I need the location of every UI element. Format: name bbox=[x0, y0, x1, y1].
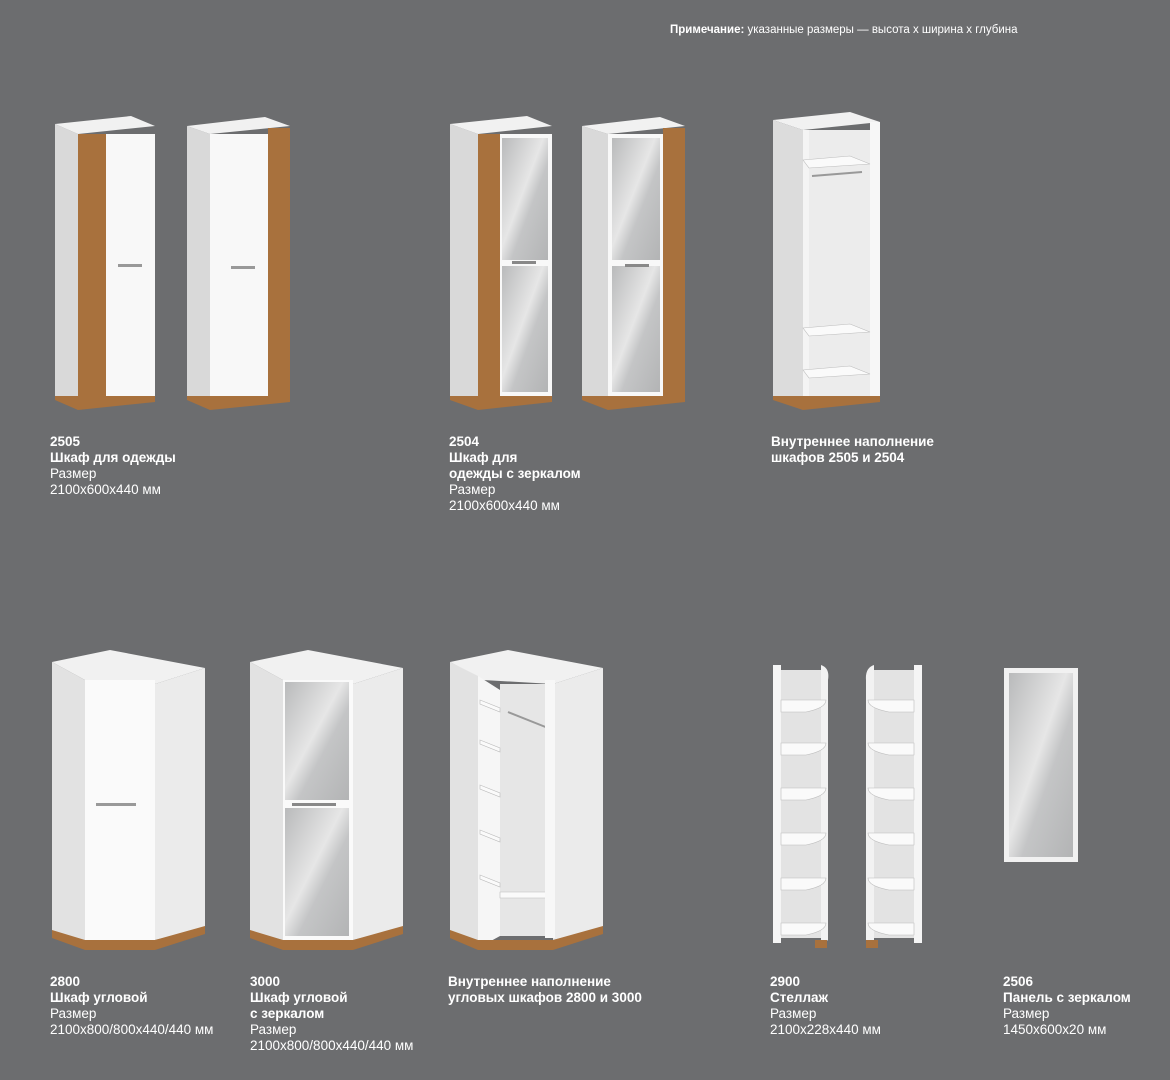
item-name: угловых шкафов 2800 и 3000 bbox=[448, 990, 642, 1005]
caption-2506: 2506 Панель с зеркалом Размер 1450x600x2… bbox=[1003, 974, 1131, 1038]
item-name: Внутреннее наполнение bbox=[448, 974, 611, 989]
caption-3000: 3000 Шкаф угловой с зеркалом Размер 2100… bbox=[250, 974, 413, 1054]
caption-2504: 2504 Шкаф для одежды с зеркалом Размер 2… bbox=[449, 434, 581, 514]
item-code: 2504 bbox=[449, 434, 480, 449]
item-name: Внутреннее наполнение bbox=[771, 434, 934, 449]
wardrobe-2504-left bbox=[450, 116, 552, 410]
corner-wardrobe-3000 bbox=[250, 650, 403, 950]
wardrobe-2505-right bbox=[187, 117, 290, 410]
corner-wardrobe-2800 bbox=[52, 650, 205, 950]
shelving-2900-left bbox=[773, 665, 829, 948]
size-label: Размер bbox=[1003, 1006, 1050, 1021]
size-label: Размер bbox=[449, 482, 496, 497]
item-code: 2506 bbox=[1003, 974, 1034, 989]
item-name: одежды с зеркалом bbox=[449, 466, 581, 481]
item-size: 2100x600x440 мм bbox=[50, 482, 161, 497]
note-label: Примечание: bbox=[670, 24, 745, 36]
wardrobe-2504-right bbox=[582, 117, 685, 410]
item-code: 2800 bbox=[50, 974, 81, 989]
caption-2505: 2505 Шкаф для одежды Размер 2100x600x440… bbox=[50, 434, 176, 498]
size-label: Размер bbox=[50, 466, 97, 481]
wardrobe-interior bbox=[773, 112, 880, 410]
caption-interior-corner: Внутреннее наполнение угловых шкафов 280… bbox=[448, 974, 642, 1006]
item-size: 1450x600x20 мм bbox=[1003, 1022, 1107, 1037]
caption-2900: 2900 Стеллаж Размер 2100x228x440 мм bbox=[770, 974, 881, 1038]
item-name: Панель с зеркалом bbox=[1003, 990, 1131, 1005]
mirror-panel-2506 bbox=[1004, 668, 1078, 862]
item-code: 2900 bbox=[770, 974, 801, 989]
item-size: 2100x600x440 мм bbox=[449, 498, 560, 513]
item-name: шкафов 2505 и 2504 bbox=[771, 450, 905, 465]
caption-2800: 2800 Шкаф угловой Размер 2100x800/800x44… bbox=[50, 974, 213, 1038]
item-code: 2505 bbox=[50, 434, 81, 449]
dimensions-note: Примечание: указанные размеры — высота х… bbox=[670, 24, 1018, 36]
corner-wardrobe-interior bbox=[450, 650, 603, 950]
item-size: 2100x228x440 мм bbox=[770, 1022, 881, 1037]
note-text: указанные размеры — высота х ширина х гл… bbox=[747, 24, 1018, 36]
size-label: Размер bbox=[50, 1006, 97, 1021]
shelving-2900-right bbox=[865, 665, 922, 948]
item-name: Шкаф угловой bbox=[50, 990, 148, 1005]
wardrobe-2505-left bbox=[55, 116, 155, 410]
item-name: Шкаф для bbox=[449, 450, 518, 465]
item-code: 3000 bbox=[250, 974, 281, 989]
size-label: Размер bbox=[770, 1006, 817, 1021]
item-name: Стеллаж bbox=[770, 990, 829, 1005]
item-name: Шкаф угловой bbox=[250, 990, 348, 1005]
caption-interior-straight: Внутреннее наполнение шкафов 2505 и 2504 bbox=[771, 434, 934, 466]
size-label: Размер bbox=[250, 1022, 297, 1037]
item-size: 2100x800/800x440/440 мм bbox=[250, 1038, 414, 1053]
item-name: Шкаф для одежды bbox=[50, 450, 176, 465]
item-size: 2100x800/800x440/440 мм bbox=[50, 1022, 214, 1037]
item-name: с зеркалом bbox=[250, 1006, 325, 1021]
